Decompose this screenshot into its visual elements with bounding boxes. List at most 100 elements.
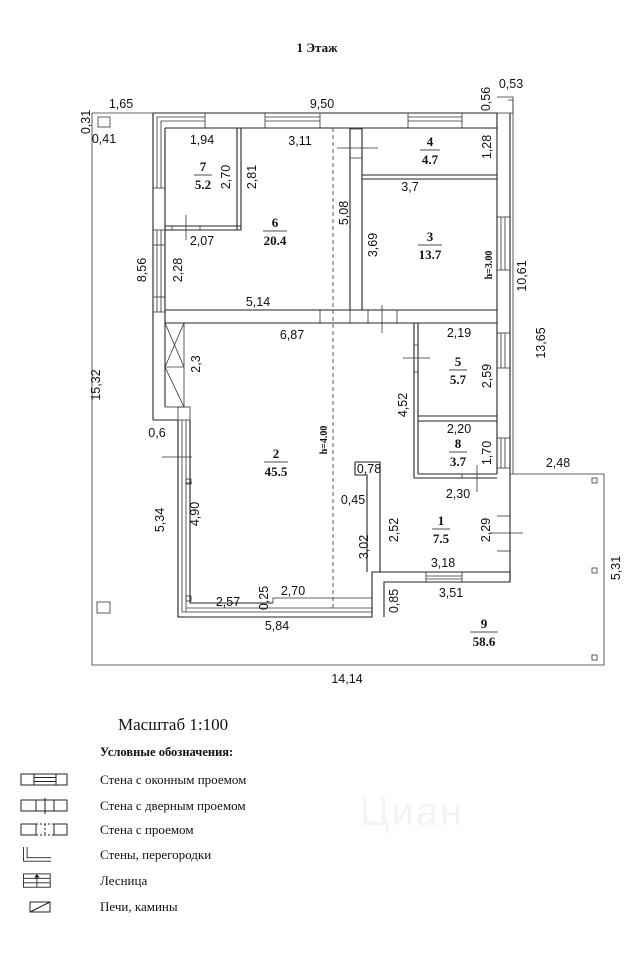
svg-text:2,57: 2,57 xyxy=(216,595,240,609)
svg-text:7: 7 xyxy=(200,159,207,174)
room-label-7: 7 5.2 xyxy=(194,159,212,192)
svg-text:7.5: 7.5 xyxy=(433,531,450,546)
room-label-2: 2 45.5 xyxy=(264,446,288,479)
wall-with-opening-icon xyxy=(20,823,68,836)
svg-text:3,02: 3,02 xyxy=(357,535,371,559)
svg-text:0,78: 0,78 xyxy=(357,462,381,476)
interior-walls xyxy=(165,128,497,572)
svg-text:14,14: 14,14 xyxy=(331,672,362,686)
svg-text:3,51: 3,51 xyxy=(439,586,463,600)
svg-text:9: 9 xyxy=(481,616,488,631)
svg-text:5: 5 xyxy=(455,354,462,369)
svg-text:13.7: 13.7 xyxy=(419,247,442,262)
wall-with-window-icon xyxy=(20,773,68,786)
room-label-3: 3 13.7 xyxy=(418,229,442,262)
room-label-6: 6 20.4 xyxy=(263,215,287,248)
legend-item: Печи, камины xyxy=(0,899,400,919)
stove-fireplace xyxy=(164,322,191,421)
svg-text:1,70: 1,70 xyxy=(480,441,494,465)
svg-text:2,19: 2,19 xyxy=(447,326,471,340)
svg-text:13,65: 13,65 xyxy=(534,327,548,358)
post-marker xyxy=(591,654,598,661)
room-label-1: 1 7.5 xyxy=(432,513,450,546)
svg-text:1,28: 1,28 xyxy=(480,135,494,159)
svg-text:3,7: 3,7 xyxy=(401,180,418,194)
svg-text:3.7: 3.7 xyxy=(450,454,467,469)
site-boundary xyxy=(91,96,605,666)
svg-text:4,52: 4,52 xyxy=(396,393,410,417)
svg-text:8,56: 8,56 xyxy=(135,258,149,282)
svg-text:8: 8 xyxy=(455,436,462,451)
svg-text:1,65: 1,65 xyxy=(109,97,133,111)
room-label-5: 5 5.7 xyxy=(449,354,467,387)
svg-text:2,59: 2,59 xyxy=(480,364,494,388)
svg-text:45.5: 45.5 xyxy=(265,464,288,479)
legend-item: Лесница xyxy=(0,873,400,893)
window xyxy=(497,216,510,271)
watermark: Циан xyxy=(360,790,465,834)
svg-text:2,29: 2,29 xyxy=(479,518,493,542)
svg-text:2,20: 2,20 xyxy=(447,422,471,436)
svg-text:0,56: 0,56 xyxy=(479,87,493,111)
staircase-icon xyxy=(23,873,51,888)
window xyxy=(264,113,321,128)
svg-text:20.4: 20.4 xyxy=(264,233,287,248)
svg-text:0,41: 0,41 xyxy=(92,132,116,146)
svg-text:58.6: 58.6 xyxy=(473,634,496,649)
scale-label: Масштаб 1:100 xyxy=(118,715,229,734)
svg-text:0,53: 0,53 xyxy=(499,77,523,91)
svg-text:3,11: 3,11 xyxy=(288,134,311,148)
post-marker xyxy=(591,477,598,484)
svg-text:3,69: 3,69 xyxy=(366,233,380,257)
svg-text:9,50: 9,50 xyxy=(310,97,334,111)
svg-text:0,25: 0,25 xyxy=(257,586,271,610)
column-marker xyxy=(96,601,111,614)
svg-text:1: 1 xyxy=(438,513,445,528)
svg-text:0,85: 0,85 xyxy=(387,589,401,613)
legend-title: Условные обозначения: xyxy=(100,745,234,759)
column-marker xyxy=(97,116,111,128)
svg-text:6: 6 xyxy=(272,215,279,230)
svg-text:2,30: 2,30 xyxy=(446,487,470,501)
svg-text:0,6: 0,6 xyxy=(148,426,165,440)
exterior-walls xyxy=(152,112,523,582)
svg-text:2,48: 2,48 xyxy=(546,456,570,470)
svg-text:3: 3 xyxy=(427,229,434,244)
svg-text:2: 2 xyxy=(273,446,280,461)
svg-text:5,14: 5,14 xyxy=(246,295,270,309)
svg-text:0,45: 0,45 xyxy=(341,493,365,507)
svg-text:2,28: 2,28 xyxy=(171,258,185,282)
svg-text:5.2: 5.2 xyxy=(195,177,211,192)
ceiling-height-room-2: h=4.00 xyxy=(319,426,330,455)
svg-text:15,32: 15,32 xyxy=(89,369,103,400)
svg-text:2,3: 2,3 xyxy=(189,355,203,372)
svg-text:2,07: 2,07 xyxy=(190,234,214,248)
svg-text:5,84: 5,84 xyxy=(265,619,289,633)
legend-item: Стена с дверным проемом xyxy=(0,798,400,818)
legend-item: Стена с оконным проемом xyxy=(0,772,400,792)
svg-text:4,90: 4,90 xyxy=(188,502,202,526)
svg-text:2,52: 2,52 xyxy=(387,518,401,542)
legend-item: Стена с проемом xyxy=(0,822,400,842)
svg-text:4.7: 4.7 xyxy=(422,152,439,167)
svg-text:2,70: 2,70 xyxy=(281,584,305,598)
wall-with-door-icon xyxy=(20,798,68,814)
dimension-labels: 1,65 9,50 0,53 0,41 1,94 3,11 2,07 5,14 … xyxy=(79,77,623,686)
floor-title: 1 Этаж xyxy=(296,40,338,55)
window xyxy=(425,572,463,582)
svg-text:2,81: 2,81 xyxy=(245,165,259,189)
svg-text:2,70: 2,70 xyxy=(219,165,233,189)
walls-partitions-icon xyxy=(23,847,52,862)
room-label-9: 9 58.6 xyxy=(470,616,498,649)
ceiling-height-room-3: h=3.00 xyxy=(484,251,495,280)
svg-text:0,31: 0,31 xyxy=(79,110,93,134)
svg-text:4: 4 xyxy=(427,134,434,149)
svg-text:5,31: 5,31 xyxy=(609,556,623,580)
svg-text:1,94: 1,94 xyxy=(190,133,214,147)
svg-text:5,08: 5,08 xyxy=(337,201,351,225)
svg-text:5,34: 5,34 xyxy=(153,508,167,532)
svg-text:5.7: 5.7 xyxy=(450,372,467,387)
room-2-walls xyxy=(153,322,511,618)
svg-text:6,87: 6,87 xyxy=(280,328,304,342)
